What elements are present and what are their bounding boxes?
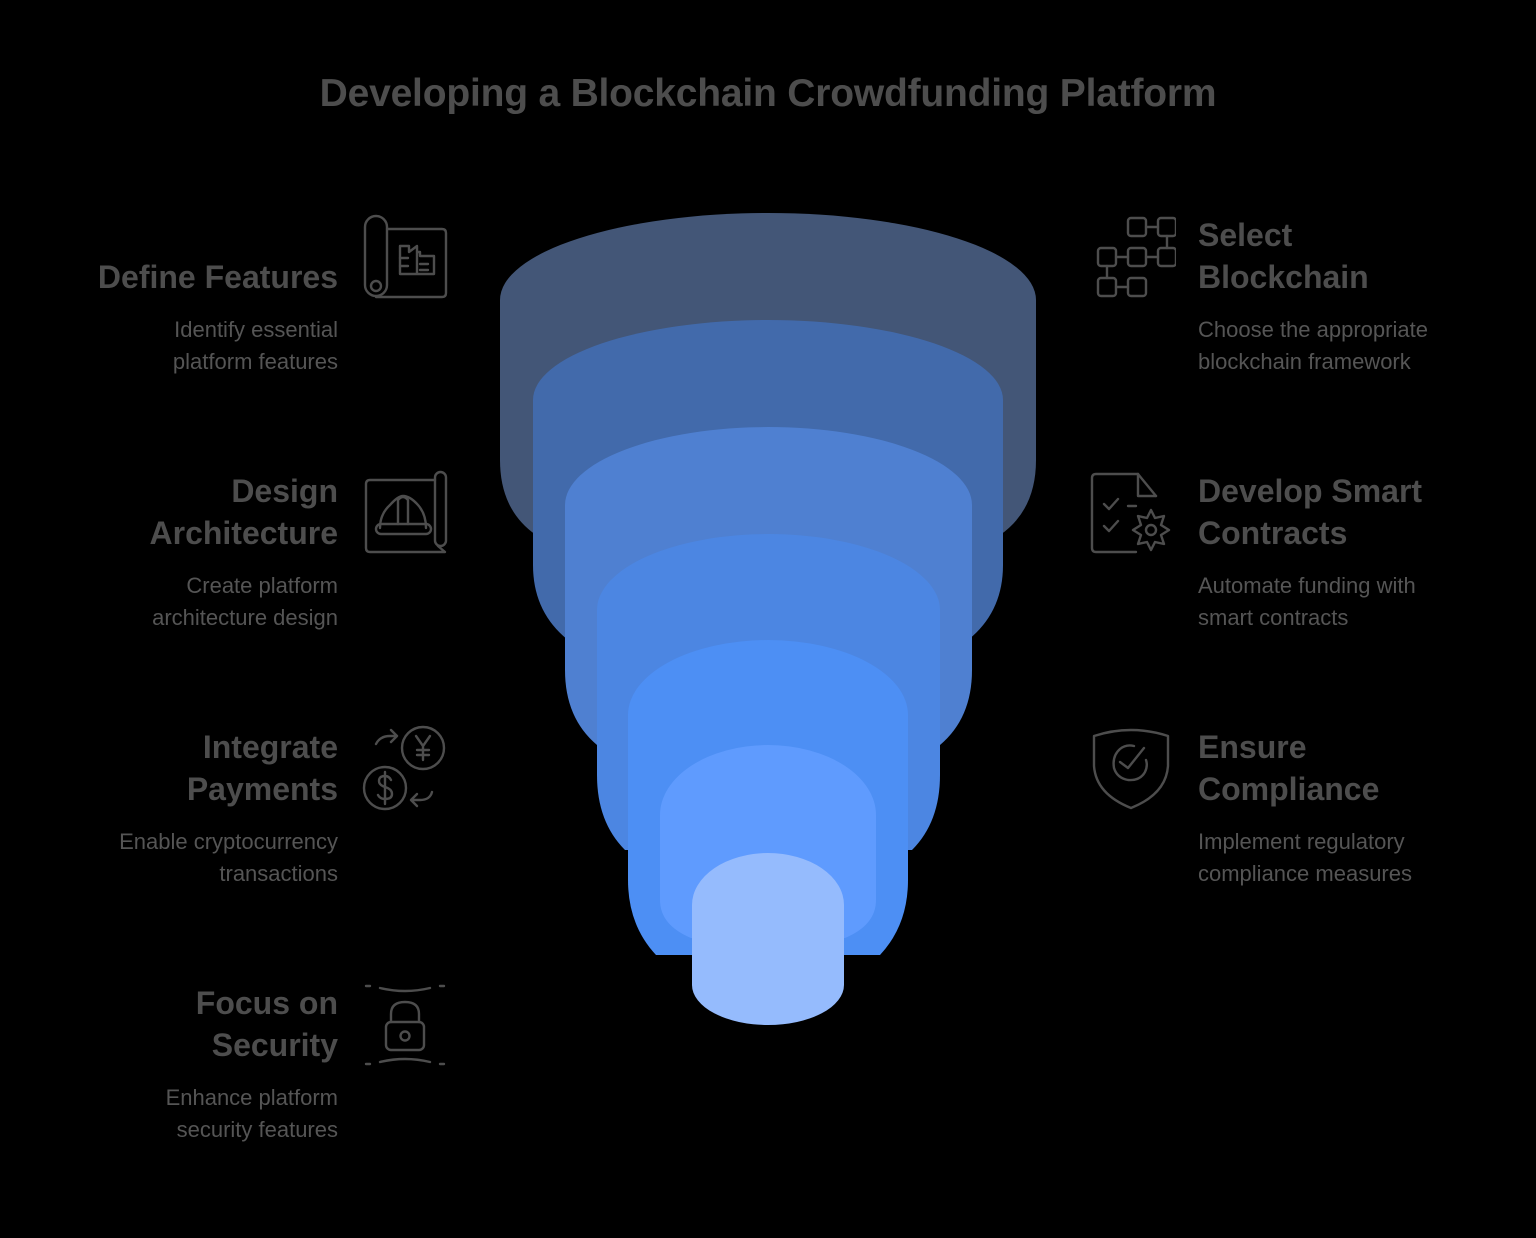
- blueprint-scroll-icon: [360, 212, 450, 302]
- shield-check-icon: [1086, 722, 1176, 812]
- contract-gear-icon: [1086, 468, 1176, 558]
- diagram-title: Developing a Blockchain Crowdfunding Pla…: [319, 72, 1217, 115]
- step-title: Define Features: [97, 259, 338, 295]
- padlock-icon: [360, 978, 450, 1068]
- blockchain-nodes-icon: [1086, 212, 1176, 302]
- hardhat-blueprint-icon: [360, 468, 450, 558]
- funnel-layer-7: [692, 853, 844, 1025]
- currency-exchange-icon: [360, 722, 450, 812]
